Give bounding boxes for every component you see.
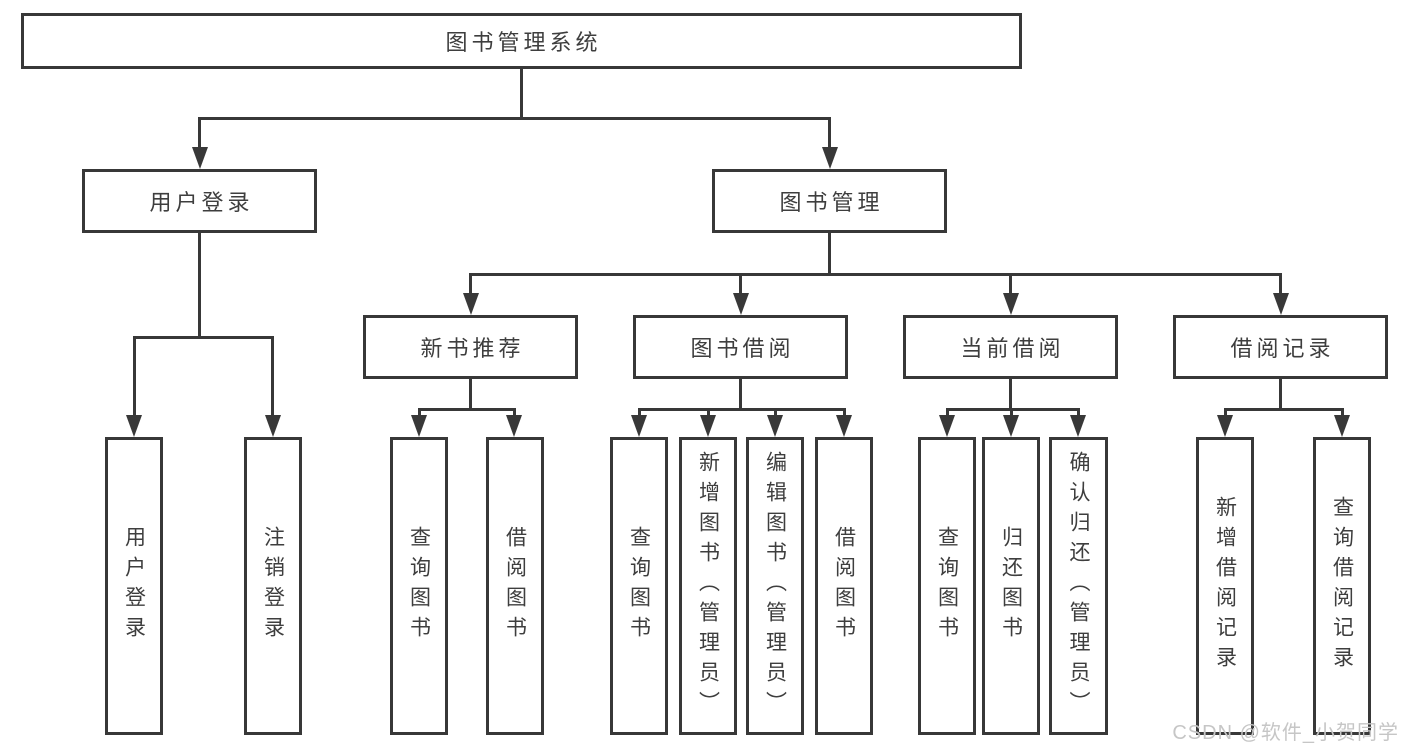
node-root: 图书管理系统 [21, 13, 1022, 69]
leaf-query-borrow-record-label: 查询借阅记录 [1330, 496, 1354, 676]
connector-line [1009, 273, 1012, 295]
connector-line [739, 273, 742, 295]
connector-line [946, 408, 1080, 411]
connector-line [133, 336, 136, 417]
connector-line [1341, 408, 1344, 417]
connector-line [1224, 408, 1344, 411]
node-new-book-recommend: 新书推荐 [363, 315, 578, 379]
leaf-logout-label: 注销登录 [261, 526, 285, 646]
leaf-user-login-label: 用户登录 [122, 526, 146, 646]
connector-line [946, 408, 949, 417]
connector-line [828, 233, 831, 273]
connector-line [271, 336, 274, 417]
connector-line [520, 69, 523, 117]
leaf-query-books-borrow-label: 查询图书 [627, 526, 651, 646]
leaf-edit-book-admin-label: 编辑图书（管理员） [763, 451, 787, 721]
arrow-down-icon [192, 147, 208, 169]
arrow-down-icon [1334, 415, 1350, 437]
arrow-down-icon [411, 415, 427, 437]
arrow-down-icon [631, 415, 647, 437]
arrow-down-icon [767, 415, 783, 437]
leaf-add-book-admin: 新增图书（管理员） [679, 437, 737, 735]
node-new-book-recommend-label: 新书推荐 [420, 336, 525, 361]
arrow-down-icon [1003, 415, 1019, 437]
arrow-down-icon [733, 293, 749, 315]
connector-line [1009, 379, 1012, 408]
node-current-borrow: 当前借阅 [903, 315, 1118, 379]
connector-line [198, 117, 831, 120]
node-borrow-records-label: 借阅记录 [1230, 336, 1335, 361]
connector-line [198, 233, 201, 336]
leaf-confirm-return-admin-label: 确认归还（管理员） [1067, 451, 1091, 721]
arrow-down-icon [822, 147, 838, 169]
connector-line [638, 408, 846, 411]
arrow-down-icon [265, 415, 281, 437]
leaf-logout: 注销登录 [244, 437, 302, 735]
arrow-down-icon [1003, 293, 1019, 315]
connector-line [513, 408, 516, 417]
connector-line [1224, 408, 1227, 417]
node-current-borrow-label: 当前借阅 [960, 336, 1065, 361]
connector-line [469, 273, 1282, 276]
leaf-add-book-admin-label: 新增图书（管理员） [696, 451, 720, 721]
leaf-borrow-books-recommend-label: 借阅图书 [503, 526, 527, 646]
watermark: CSDN @软件_小贺同学 [1172, 722, 1399, 744]
leaf-query-books-current: 查询图书 [918, 437, 976, 735]
leaf-add-borrow-record: 新增借阅记录 [1196, 437, 1254, 735]
arrow-down-icon [1273, 293, 1289, 315]
connector-line [418, 408, 421, 417]
leaf-query-books-borrow: 查询图书 [610, 437, 668, 735]
arrow-down-icon [463, 293, 479, 315]
arrow-down-icon [506, 415, 522, 437]
arrow-down-icon [700, 415, 716, 437]
arrow-down-icon [939, 415, 955, 437]
arrow-down-icon [1070, 415, 1086, 437]
node-user-login: 用户登录 [82, 169, 317, 233]
connector-line [1279, 379, 1282, 408]
connector-line [843, 408, 846, 417]
node-book-management: 图书管理 [712, 169, 947, 233]
connector-line [469, 273, 472, 295]
connector-line [469, 379, 472, 408]
leaf-edit-book-admin: 编辑图书（管理员） [746, 437, 804, 735]
connector-line [739, 379, 742, 408]
leaf-return-book-label: 归还图书 [999, 526, 1023, 646]
arrow-down-icon [126, 415, 142, 437]
connector-line [638, 408, 641, 417]
leaf-add-borrow-record-label: 新增借阅记录 [1213, 496, 1237, 676]
leaf-borrow-books-borrow: 借阅图书 [815, 437, 873, 735]
node-borrow-records: 借阅记录 [1173, 315, 1388, 379]
connector-line [774, 408, 777, 417]
leaf-return-book: 归还图书 [982, 437, 1040, 735]
connector-line [707, 408, 710, 417]
leaf-borrow-books-borrow-label: 借阅图书 [832, 526, 856, 646]
connector-line [133, 336, 274, 339]
leaf-query-books-recommend-label: 查询图书 [407, 526, 431, 646]
leaf-query-borrow-record: 查询借阅记录 [1313, 437, 1371, 735]
node-book-borrow-label: 图书借阅 [690, 336, 795, 361]
connector-line [198, 117, 201, 149]
node-user-login-label: 用户登录 [149, 190, 254, 215]
node-book-management-label: 图书管理 [779, 190, 884, 215]
connector-line [1077, 408, 1080, 417]
node-book-borrow: 图书借阅 [633, 315, 848, 379]
arrow-down-icon [836, 415, 852, 437]
connector-line [828, 117, 831, 149]
leaf-user-login: 用户登录 [105, 437, 163, 735]
leaf-confirm-return-admin: 确认归还（管理员） [1049, 437, 1108, 735]
node-root-label: 图书管理系统 [445, 30, 602, 55]
connector-line [1010, 408, 1013, 417]
leaf-query-books-current-label: 查询图书 [935, 526, 959, 646]
arrow-down-icon [1217, 415, 1233, 437]
connector-line [418, 408, 516, 411]
leaf-borrow-books-recommend: 借阅图书 [486, 437, 544, 735]
connector-line [1279, 273, 1282, 295]
leaf-query-books-recommend: 查询图书 [390, 437, 448, 735]
